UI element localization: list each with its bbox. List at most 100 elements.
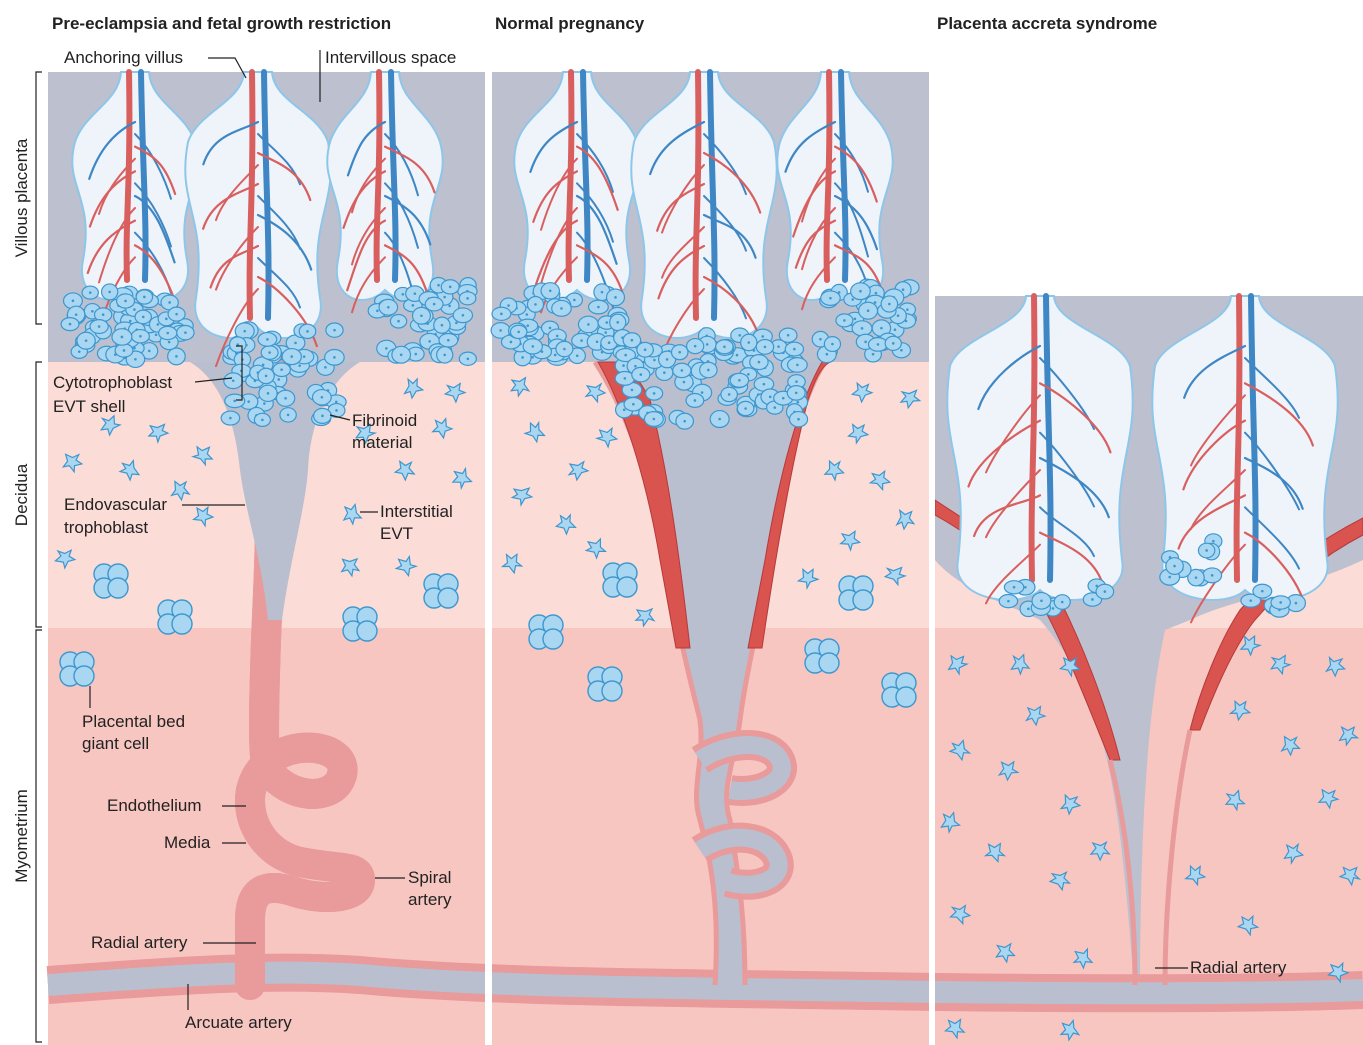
cell-nucleus [614,296,617,299]
cell-nucleus [267,392,270,395]
cell-nucleus [1295,602,1298,605]
label-fibrinoid-1: Fibrinoid [352,411,417,430]
cell-nucleus [277,378,280,381]
cell-nucleus [1027,608,1030,611]
cell-nucleus [321,396,324,399]
giant-cell-lobe [896,687,916,707]
label-interstitial-2: EVT [380,524,413,543]
label-spiral-1: Spiral [408,868,451,887]
label-endovascular-1: Endovascular [64,495,167,514]
chorionic-villus [947,296,1132,603]
cell-nucleus [1211,574,1214,577]
cell-nucleus [580,339,583,342]
cell-nucleus [764,346,767,349]
cell-nucleus [843,319,846,322]
cell-nucleus [1040,599,1043,602]
label-giant-2: giant cell [82,734,149,753]
divider-left [485,72,492,1045]
cell-nucleus [723,345,726,348]
cell-nucleus [462,314,465,317]
cell-nucleus [531,345,534,348]
cell-nucleus [165,318,168,321]
cell-nucleus [335,401,338,404]
cell-nucleus [397,320,400,323]
placental-bed-giant-cell [529,615,563,649]
cell-nucleus [769,396,772,399]
cell-nucleus [854,318,857,321]
cell-nucleus [728,393,731,396]
cell-nucleus [706,343,709,346]
cell-nucleus [499,329,502,332]
cell-nucleus [563,348,566,351]
cell-nucleus [414,292,417,295]
placental-bed-giant-cell [60,652,94,686]
cell-nucleus [663,371,666,374]
cell-nucleus [736,354,739,357]
cell-nucleus [707,369,710,372]
cell-nucleus [631,339,634,342]
cell-nucleus [880,327,883,330]
cell-nucleus [796,401,799,404]
cell-nucleus [466,297,469,300]
cell-nucleus [605,321,608,324]
label-spiral-2: artery [408,890,452,909]
giant-cell-lobe [853,590,873,610]
label-evt-shell: EVT shell [53,397,125,416]
cell-nucleus [121,336,124,339]
placental-bed-giant-cell [158,600,192,634]
cell-nucleus [616,321,619,324]
cell-nucleus [400,353,403,356]
villus-outline [947,296,1132,600]
cell-nucleus [681,369,684,372]
cell-nucleus [653,359,656,362]
cell-nucleus [98,325,101,328]
cell-nucleus [894,328,897,331]
cell-nucleus [168,341,171,344]
cell-nucleus [123,349,126,352]
cell-nucleus [623,409,626,412]
cell-nucleus [428,340,431,343]
cell-nucleus [437,284,440,287]
region-label-decidua: Decidua [12,463,31,526]
giant-cell-lobe [819,653,839,673]
cell-nucleus [124,300,127,303]
cell-nucleus [91,310,94,313]
cell-nucleus [666,358,669,361]
cell-nucleus [294,342,297,345]
label-radial-artery-right: Radial artery [1190,958,1287,977]
cell-nucleus [263,402,266,405]
cell-nucleus [306,330,309,333]
cell-nucleus [1007,600,1010,603]
cell-nucleus [694,399,697,402]
cell-nucleus [900,349,903,352]
cell-nucleus [143,296,146,299]
cell-nucleus [744,407,747,410]
giant-cell-lobe [108,578,128,598]
cell-nucleus [455,322,458,325]
region-brackets: Villous placenta Decidua Myometrium [12,72,42,1042]
cell-nucleus [549,327,552,330]
cell-nucleus [229,417,232,420]
cell-nucleus [829,297,832,300]
cell-nucleus [521,356,524,359]
villus-artery [696,72,699,318]
cell-nucleus [861,327,864,330]
cell-nucleus [507,304,510,307]
label-giant-1: Placental bed [82,712,185,731]
cell-nucleus [874,301,877,304]
cell-nucleus [467,357,470,360]
cell-nucleus [531,356,534,359]
title-accreta: Placenta accreta syndrome [937,14,1157,33]
label-media: Media [164,833,211,852]
cell-nucleus [683,381,686,384]
cell-nucleus [102,313,105,316]
cell-nucleus [701,391,704,394]
cell-nucleus [902,288,905,291]
divider-right [929,72,935,1045]
cell-nucleus [175,313,178,316]
cell-nucleus [819,338,822,341]
label-interstitial-1: Interstitial [380,502,453,521]
cell-nucleus [826,353,829,356]
cell-nucleus [232,379,235,382]
cell-nucleus [787,334,790,337]
